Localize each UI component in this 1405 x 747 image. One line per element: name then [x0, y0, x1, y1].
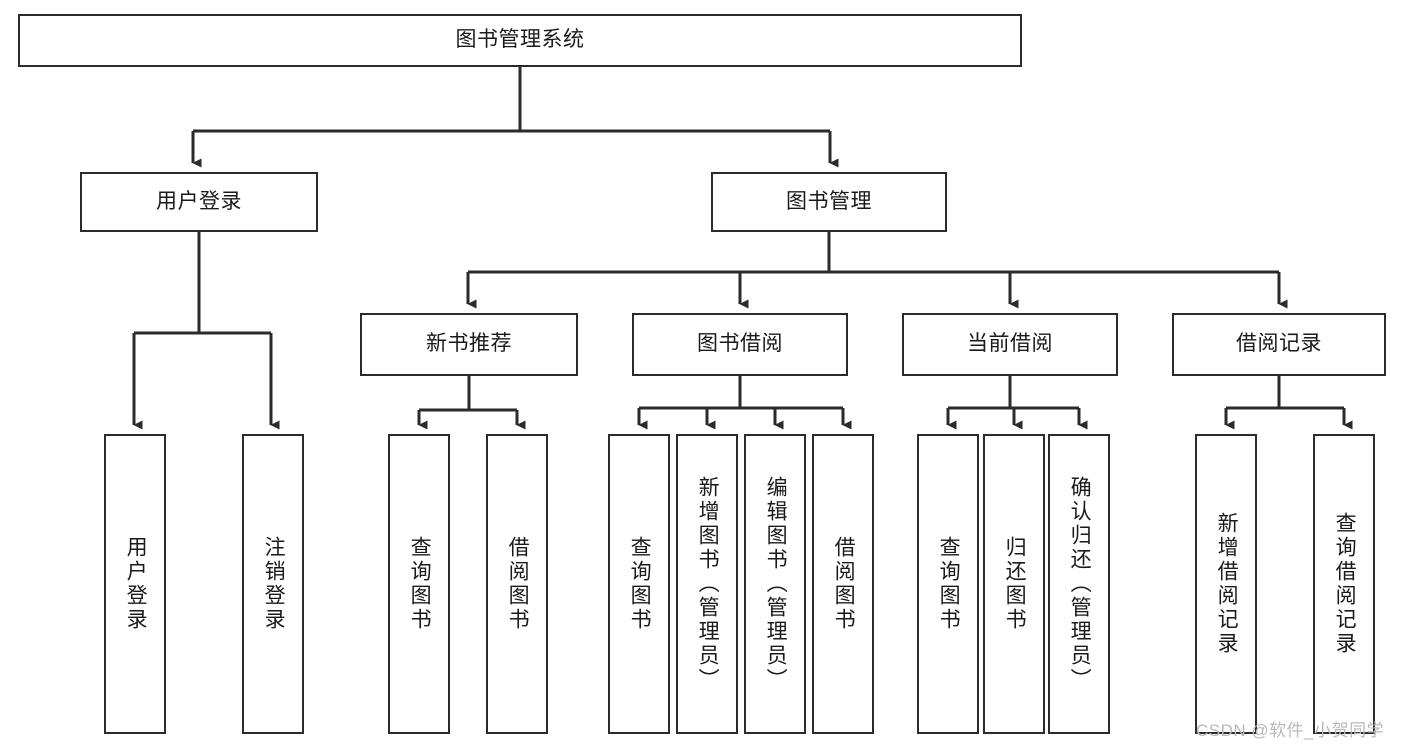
leaf-new-book-borrow[interactable]: 借阅图书: [486, 434, 548, 734]
node-book-borrow-label: 图书借阅: [697, 332, 783, 356]
leaf-label: 确认归还（管理员）: [1068, 476, 1092, 692]
leaf-label: 新增图书（管理员）: [696, 476, 720, 692]
leaf-label: 查询图书: [937, 536, 961, 632]
leaf-label: 编辑图书（管理员）: [764, 476, 788, 692]
leaf-label: 注销登录: [262, 536, 286, 632]
leaf-records-add-record[interactable]: 新增借阅记录: [1195, 434, 1257, 734]
node-user-login[interactable]: 用户登录: [80, 172, 318, 232]
leaf-borrow-query-book[interactable]: 查询图书: [608, 434, 670, 734]
leaf-borrow-borrow-book[interactable]: 借阅图书: [812, 434, 874, 734]
node-borrow-records[interactable]: 借阅记录: [1172, 313, 1386, 376]
node-book-management[interactable]: 图书管理: [711, 172, 947, 232]
leaf-label: 查询图书: [628, 536, 652, 632]
node-root[interactable]: 图书管理系统: [18, 14, 1022, 67]
node-user-login-label: 用户登录: [156, 189, 242, 213]
leaf-label: 借阅图书: [506, 536, 530, 632]
node-root-label: 图书管理系统: [455, 28, 585, 52]
leaf-label: 查询借阅记录: [1333, 512, 1357, 656]
leaf-label: 归还图书: [1003, 536, 1027, 632]
leaf-label: 新增借阅记录: [1215, 512, 1239, 656]
leaf-new-book-query[interactable]: 查询图书: [388, 434, 450, 734]
node-book-management-label: 图书管理: [786, 189, 872, 213]
leaf-records-query-record[interactable]: 查询借阅记录: [1313, 434, 1375, 734]
node-book-borrow[interactable]: 图书借阅: [632, 313, 848, 376]
leaf-label: 查询图书: [408, 536, 432, 632]
leaf-current-confirm-return-admin[interactable]: 确认归还（管理员）: [1048, 434, 1110, 734]
leaf-user-login-logout[interactable]: 注销登录: [242, 434, 304, 734]
leaf-borrow-edit-book-admin[interactable]: 编辑图书（管理员）: [744, 434, 806, 734]
leaf-current-return-book[interactable]: 归还图书: [983, 434, 1045, 734]
leaf-label: 借阅图书: [832, 536, 856, 632]
node-current-borrow[interactable]: 当前借阅: [902, 313, 1118, 376]
leaf-user-login-login[interactable]: 用户登录: [104, 434, 166, 734]
node-new-book-recommend-label: 新书推荐: [426, 332, 512, 356]
leaf-label: 用户登录: [124, 536, 148, 632]
leaf-current-query-book[interactable]: 查询图书: [917, 434, 979, 734]
leaf-borrow-add-book-admin[interactable]: 新增图书（管理员）: [676, 434, 738, 734]
node-borrow-records-label: 借阅记录: [1236, 332, 1322, 356]
node-current-borrow-label: 当前借阅: [967, 332, 1053, 356]
node-new-book-recommend[interactable]: 新书推荐: [360, 313, 578, 376]
